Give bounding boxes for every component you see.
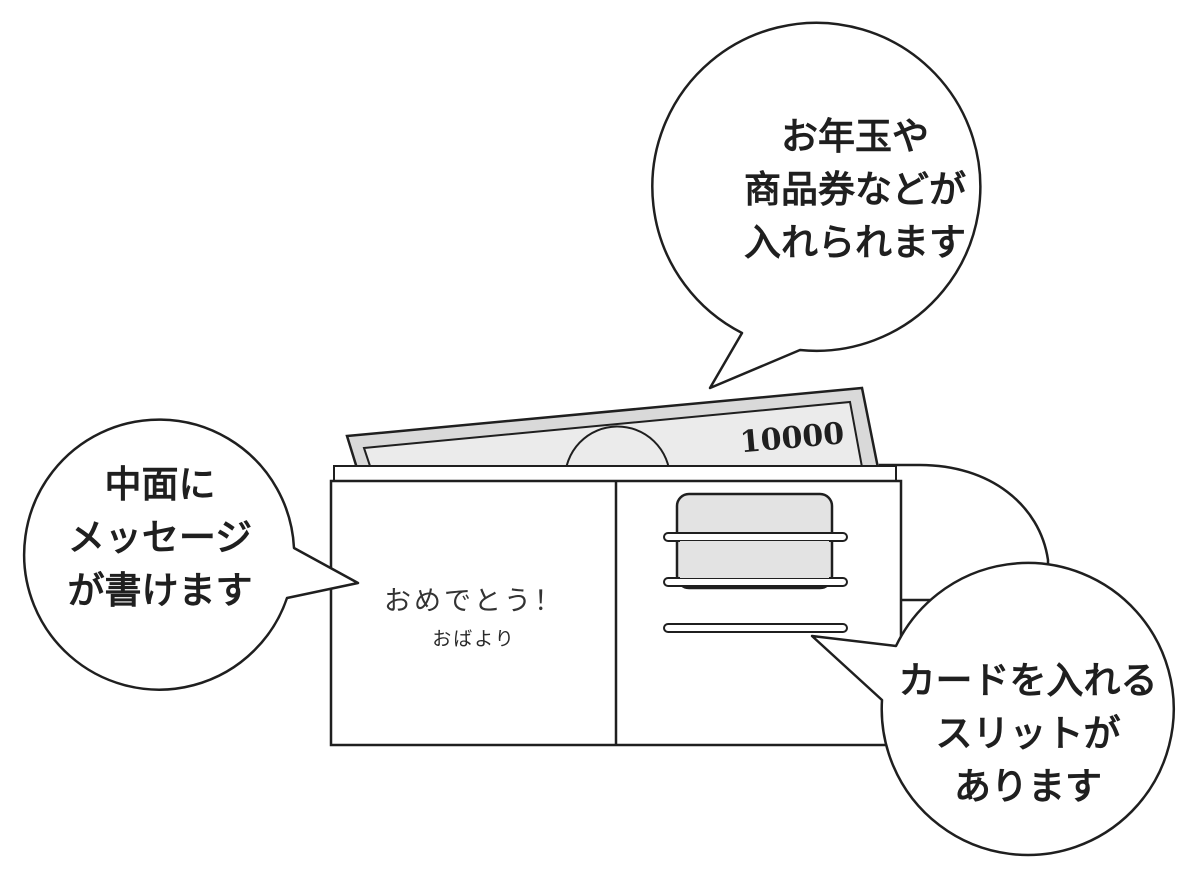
wallet-inner-lining bbox=[333, 465, 897, 483]
callout-slit-line-1: カードを入れる bbox=[899, 659, 1158, 702]
banknote: 10000 bbox=[345, 386, 882, 481]
callout-message-line-3: が書けます bbox=[68, 569, 253, 612]
callout-slit-bubble bbox=[810, 561, 1175, 857]
card-slot bbox=[663, 492, 848, 633]
wallet-message: おめでとう！ bbox=[384, 586, 564, 617]
slit-line-upper bbox=[663, 532, 848, 542]
callout-message: 中面に メッセージ が書けます bbox=[22, 418, 360, 691]
slit-line-lower bbox=[663, 623, 848, 633]
callout-message-bubble bbox=[22, 418, 360, 691]
callout-money-line-2: 商品券などが bbox=[744, 168, 966, 211]
wallet-signature: おばより bbox=[432, 628, 516, 650]
callout-message-line-1: 中面に bbox=[105, 463, 216, 506]
callout-slit-line-3: あります bbox=[954, 765, 1102, 808]
callout-slit: カードを入れる スリットが あります bbox=[810, 561, 1175, 857]
callout-slit-line-2: スリットが bbox=[936, 712, 1121, 755]
callout-money-line-3: 入れられます bbox=[744, 221, 966, 264]
card-cover bbox=[680, 541, 829, 578]
callout-money-line-1: お年玉や bbox=[781, 115, 929, 158]
callout-money-bubble bbox=[651, 21, 982, 390]
callout-message-line-2: メッセージ bbox=[68, 516, 252, 559]
callout-money: お年玉や 商品券などが 入れられます bbox=[651, 21, 982, 390]
slit-line-middle bbox=[663, 577, 848, 587]
